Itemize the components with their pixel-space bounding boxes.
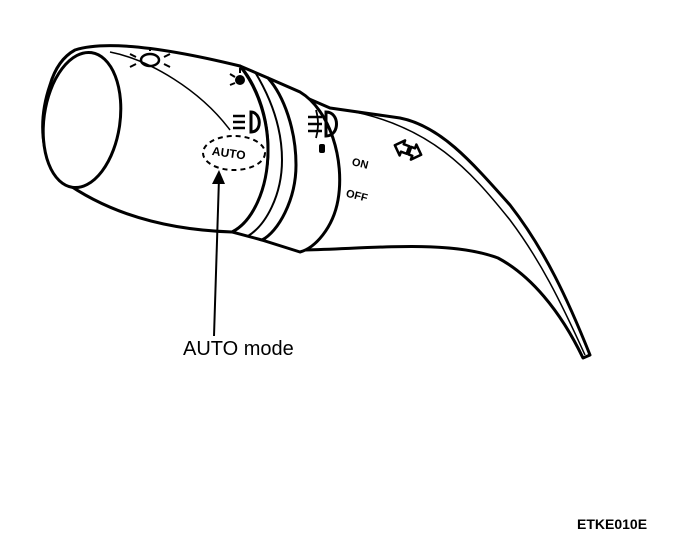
- stalk-arm: [298, 93, 592, 360]
- fog-lamp-icon: [308, 109, 338, 139]
- auto-mode-callout: AUTO mode: [183, 338, 294, 360]
- off-label: OFF: [345, 188, 370, 205]
- stalk-arm-edge: [344, 109, 586, 356]
- auto-label: AUTO: [211, 144, 246, 163]
- callout-arrow-head: [212, 170, 225, 184]
- parking-lamp-icon: [129, 47, 171, 68]
- headlamp-icon: [233, 110, 261, 134]
- knob-ridge: [109, 51, 231, 131]
- callout-leader-line: [213, 177, 220, 337]
- indicator-arrows-icon: [393, 139, 423, 161]
- fog-indicator-mark: [319, 144, 325, 153]
- rotary-ring-groove: [247, 71, 284, 237]
- knob-end-cap: [41, 50, 123, 190]
- tail-lamp-icon: [229, 68, 245, 86]
- auto-highlight-circle: [202, 135, 266, 171]
- figure-code: ETKE010E: [577, 516, 648, 532]
- on-label: ON: [351, 156, 370, 172]
